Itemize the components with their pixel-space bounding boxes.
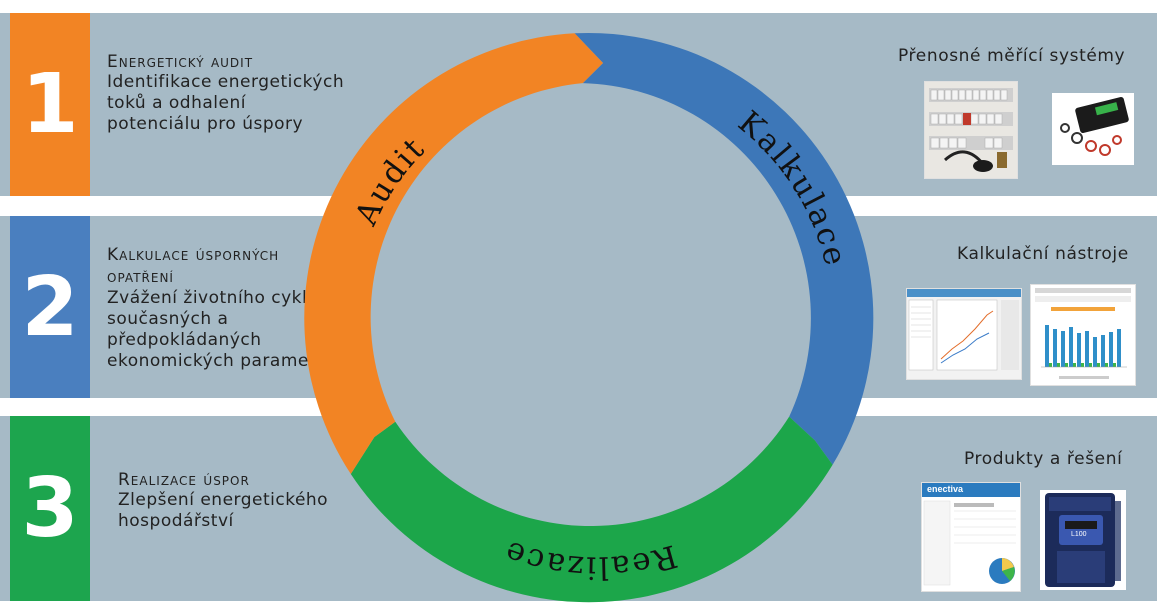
- segment-realizace: [350, 416, 833, 603]
- products-label: Produkty a řešení: [964, 449, 1123, 469]
- step-1-text: Energetický audit Identifikace energetic…: [107, 52, 344, 135]
- step-1-desc-line: potenciálu pro úspory: [107, 114, 304, 134]
- step-1-desc-line: toků a odhalení: [107, 93, 246, 113]
- step-3-desc-line: hospodářství: [118, 511, 234, 531]
- cycle-center: [328, 58, 848, 578]
- step-3-text: Realizace úspor Zlepšení energetického h…: [118, 470, 328, 532]
- step-3-number: 3: [10, 416, 90, 601]
- step-3-title: Realizace úspor: [118, 470, 250, 490]
- step-2-title: opatření: [107, 267, 174, 287]
- calc-tools-label: Kalkulační nástroje: [957, 244, 1129, 264]
- measuring-device-image: [1052, 93, 1134, 165]
- step-2-text: Kalkulace úsporných opatření Zvážení živ…: [107, 244, 335, 372]
- calculation-software-image: [906, 288, 1022, 380]
- step-1-title: Energetický audit: [107, 52, 254, 72]
- enectiva-brand: enectiva: [927, 484, 964, 494]
- step-2-desc-line: Zvážení životního cyklu,: [107, 288, 325, 308]
- step-1-desc-line: Identifikace energetických: [107, 72, 345, 92]
- inverter-model: L100: [1071, 531, 1087, 538]
- segment-kalkulace: [574, 32, 874, 465]
- inverter-device-image: L100: [1040, 490, 1126, 590]
- step-2-title: Kalkulace úsporných: [107, 245, 280, 265]
- enectiva-header: [922, 483, 1020, 497]
- electrical-panel-image: [924, 81, 1018, 179]
- step-2-desc-line: předpokládaných: [107, 330, 262, 350]
- step-3-desc-line: Zlepšení energetického: [118, 490, 329, 510]
- step-2-desc-line: ekonomických parametrů: [107, 351, 335, 371]
- enectiva-software-image: enectiva: [921, 482, 1021, 592]
- step-1-number: 1: [10, 13, 90, 196]
- calculation-report-image: [1030, 284, 1136, 386]
- step-2-desc-line: současných a: [107, 309, 229, 329]
- segment-audit: [304, 33, 603, 475]
- step-2-number: 2: [10, 216, 90, 398]
- measure-systems-label: Přenosné měřící systémy: [898, 46, 1126, 66]
